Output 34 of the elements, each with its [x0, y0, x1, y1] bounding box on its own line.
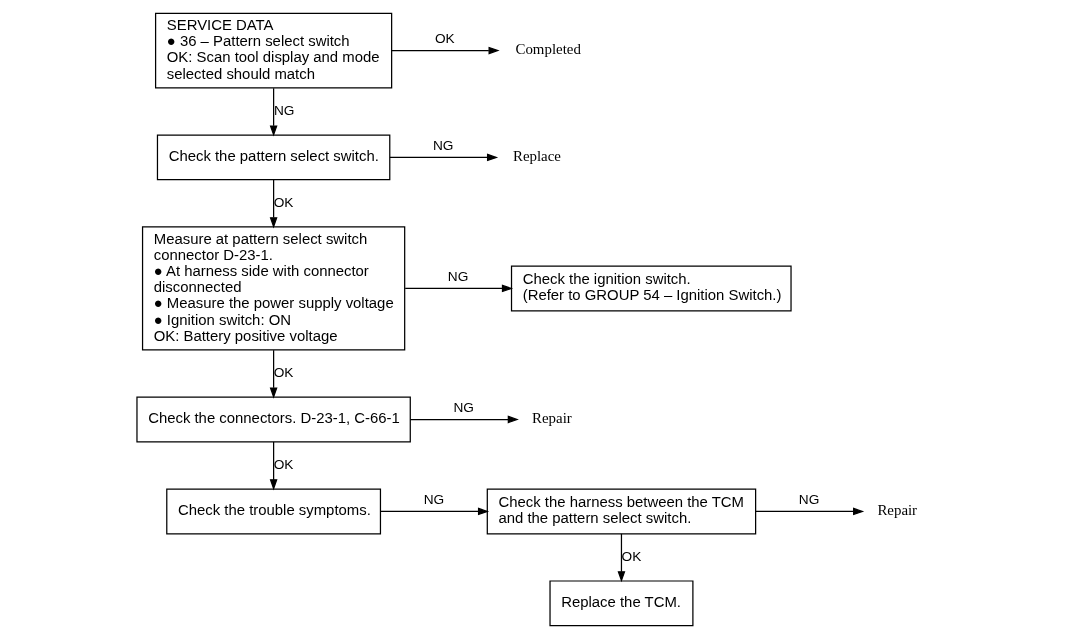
edge-label: OK	[273, 194, 294, 210]
arrow	[269, 87, 278, 137]
node-text: Repair	[532, 410, 572, 427]
edge-label: OK	[273, 365, 294, 381]
node-text: Completed	[515, 41, 581, 58]
arrow	[755, 507, 865, 516]
node-box: SERVICE DATA ● 36 – Pattern select switch OK: Scan tool display and mode selected should match	[155, 12, 393, 89]
edge-label: OK	[621, 548, 642, 564]
arrow	[389, 153, 499, 162]
arrow	[617, 533, 626, 583]
arrow	[269, 349, 278, 399]
edge-label: NG	[432, 137, 454, 153]
node-box: Check the connectors. D-23-1, C-66-1	[136, 396, 411, 443]
node-text: Repair	[877, 502, 918, 519]
edge-label: OK	[273, 456, 294, 472]
node-box: Check the harness between the TCM and the pattern select switch.	[486, 488, 757, 535]
arrow	[409, 415, 519, 424]
node-text: Replace	[513, 148, 561, 165]
arrow	[269, 179, 278, 229]
edge-label: NG	[453, 399, 474, 415]
edge-label: OK	[434, 30, 455, 46]
node-box: Measure at pattern select switch connector D-23-1. ● At harness side with connector disconnected ● Measure the power supply voltage ● Ignition switch: ON OK: Battery positive voltage	[141, 226, 406, 351]
edge-label: NG	[273, 102, 295, 118]
edge-label: NG	[798, 491, 820, 507]
node-box: Check the ignition switch. (Refer to GROUP 54 – Ignition Switch.)	[510, 265, 792, 312]
arrow	[269, 441, 278, 491]
arrow	[391, 46, 500, 55]
node-box: Replace the TCM.	[549, 580, 694, 627]
arrow	[404, 284, 514, 293]
edge-label: NG	[447, 268, 469, 284]
edge-label: NG	[423, 491, 445, 507]
node-box: Check the trouble symptoms.	[166, 488, 382, 535]
node-box: Check the pattern select switch.	[156, 134, 391, 181]
arrow	[380, 507, 490, 516]
